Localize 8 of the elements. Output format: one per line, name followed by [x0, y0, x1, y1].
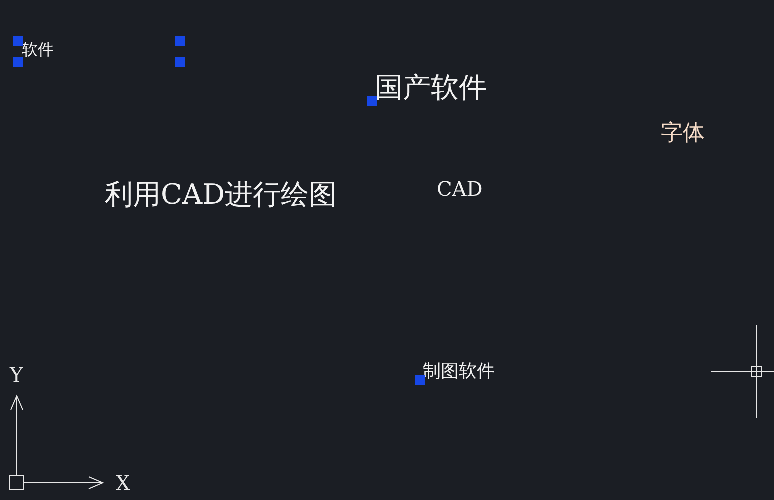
text-label: 利用CAD进行绘图	[105, 181, 338, 209]
text-label: CAD	[437, 179, 483, 199]
selected-text: 制图软件	[423, 363, 495, 381]
axis-label: Y	[10, 365, 24, 385]
axis-label: X	[116, 473, 130, 493]
text-label: 字体	[661, 123, 705, 145]
selected-text: 国产软件	[375, 74, 487, 102]
selected-text: 软件	[22, 42, 54, 58]
